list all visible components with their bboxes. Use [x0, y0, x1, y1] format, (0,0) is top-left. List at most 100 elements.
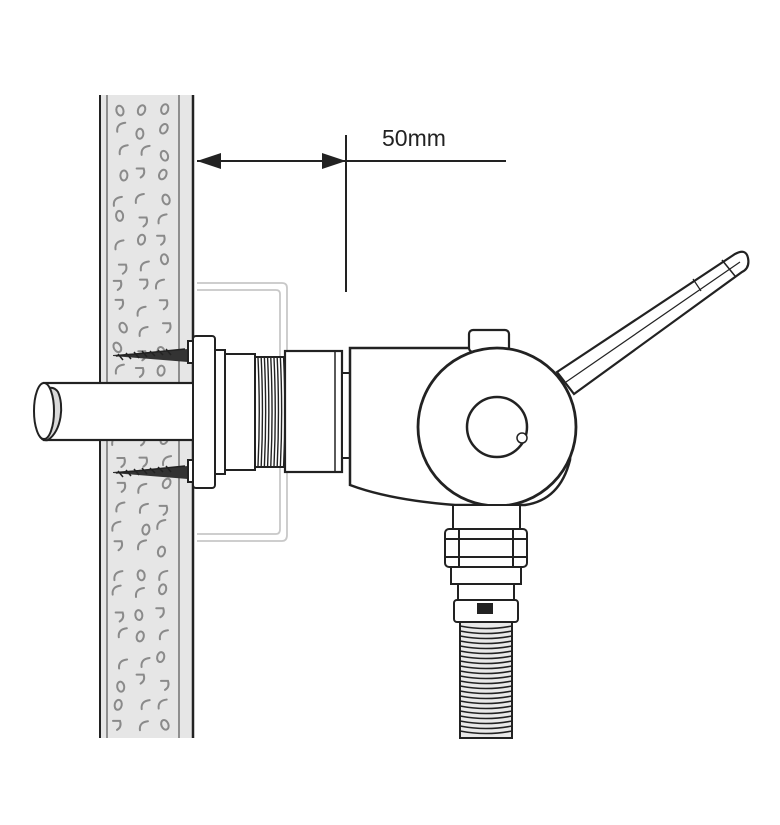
wall-aggregate-mark [138, 325, 149, 337]
hose-ring [459, 630, 513, 635]
wall-aggregate-mark [135, 630, 145, 643]
hose-ring [459, 690, 513, 695]
dimension-label: 50mm [382, 125, 446, 151]
wall-aggregate-mark [155, 607, 165, 619]
hose-ring [459, 730, 513, 735]
wall-aggregate-mark [158, 629, 169, 641]
wall-aggregate-mark [136, 233, 147, 246]
supply-pipe [33, 381, 202, 442]
wall-aggregate-mark [134, 609, 144, 622]
wall-aggregate-mark [159, 123, 169, 135]
thread-line [263, 357, 267, 467]
outlet-connector [444, 504, 528, 623]
wall-aggregate-mark [154, 278, 166, 290]
wall-aggregate-mark [135, 127, 145, 140]
wall-aggregate-mark [134, 587, 146, 599]
thread-line [270, 357, 273, 467]
wall-aggregate-mark [136, 104, 147, 116]
wall-aggregate-mark [137, 539, 148, 551]
wall-aggregate-mark [156, 651, 166, 664]
thread-line [279, 357, 283, 467]
hose-ring [459, 680, 513, 685]
hose-ring [459, 725, 513, 730]
wall-aggregate-mark [136, 305, 147, 317]
hose-ring [459, 720, 513, 725]
hose-ring [459, 625, 513, 630]
wall-aggregate-mark [111, 719, 122, 731]
wall-aggregate-mark [134, 366, 145, 378]
thread-line [276, 357, 280, 467]
wall-aggregate-mark [138, 502, 150, 514]
wall-aggregate-mark [119, 169, 129, 182]
thread-line [257, 357, 260, 467]
wall-aggregate-mark [118, 321, 128, 334]
wall-aggregate-mark [113, 570, 124, 582]
hose-ring [459, 705, 513, 710]
wall-aggregate-mark [140, 699, 151, 711]
wall-aggregate-mark [157, 213, 168, 225]
wall-aggregate-mark [159, 679, 170, 691]
wall-aggregate-mark [137, 482, 148, 494]
wall-aggregate-mark [115, 104, 125, 117]
hose-ring [459, 665, 513, 670]
wall-aggregate-mark [156, 545, 167, 558]
wall-aggregate-mark [118, 658, 129, 670]
wall-aggregate-mark [140, 657, 151, 669]
wall-aggregate-mark [115, 209, 125, 222]
hose-ring [459, 715, 513, 720]
arrowhead-right [322, 153, 346, 169]
wall-aggregate-mark [135, 673, 146, 685]
wall-aggregate-mark [117, 263, 128, 275]
wall-aggregate-mark [111, 584, 122, 596]
wall-aggregate-mark [134, 193, 145, 205]
wall-aggregate-mark [161, 322, 172, 334]
threaded-connector [224, 349, 351, 474]
hose-ring [459, 685, 513, 690]
thread-line [260, 357, 264, 467]
hose-ring [459, 695, 513, 700]
wall-aggregate-mark [138, 720, 149, 732]
hose-ring [459, 660, 513, 665]
wall-aggregate-mark [141, 523, 151, 536]
aggregate-texture [111, 103, 173, 732]
hose-ring [459, 675, 513, 680]
knob-center-cap [465, 395, 529, 459]
wall-aggregate-mark [114, 611, 125, 623]
wall-aggregate-mark [112, 195, 123, 207]
wall-aggregate-mark [160, 103, 170, 116]
wall-aggregate-mark [116, 456, 126, 468]
control-knob [416, 346, 578, 508]
wall-aggregate-mark [116, 680, 126, 693]
wall-aggregate-mark [116, 121, 127, 133]
wall-aggregate-mark [114, 298, 125, 310]
wall-aggregate-mark [159, 253, 169, 266]
wall-aggregate-mark [117, 627, 128, 639]
wall-aggregate-mark [135, 167, 146, 179]
wall-aggregate-mark [112, 279, 123, 291]
wall-aggregate-mark [111, 520, 122, 532]
arrowhead-left [197, 153, 221, 169]
hose-ring [459, 645, 513, 650]
wall-aggregate-mark [138, 278, 149, 290]
wall-aggregate-mark [158, 583, 168, 596]
hose-ring [459, 655, 513, 660]
wall-aggregate-mark [116, 481, 127, 493]
wall-aggregate-mark [158, 504, 169, 516]
wall-aggregate-mark [138, 216, 149, 228]
flexible-hose [459, 621, 513, 739]
wall-aggregate-mark [136, 569, 146, 582]
wall-plate-flange [192, 335, 226, 489]
wall-aggregate-mark [113, 540, 124, 552]
wall-aggregate-mark [112, 341, 123, 354]
hose-ring [459, 640, 513, 645]
wall-aggregate-mark [156, 234, 166, 246]
wall-aggregate-mark [114, 363, 125, 375]
wall-aggregate-mark [157, 698, 168, 710]
hose-ring [459, 670, 513, 675]
wall-aggregate-mark [161, 193, 171, 206]
hose-ring [459, 710, 513, 715]
wall-aggregate-mark [156, 364, 166, 377]
wall-aggregate-mark [139, 260, 150, 272]
wall-aggregate-mark [118, 144, 129, 156]
